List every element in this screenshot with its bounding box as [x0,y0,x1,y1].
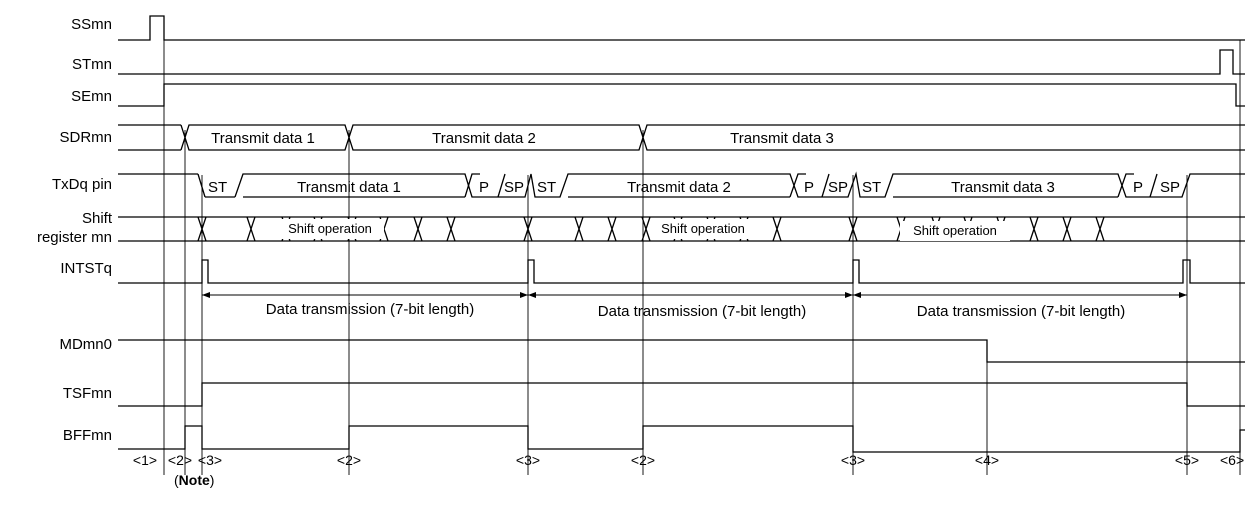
shift-crossing-24 [1095,216,1105,242]
shift-crossing-8 [446,216,456,242]
timing-guide-lines [163,40,1241,475]
note-close: ) [210,472,215,488]
marker-2b: <2> [337,452,361,468]
tsfmn-label: TSFmn [63,385,112,402]
sdrmn-bus [118,124,1245,151]
transmission-label-1: Data transmission (7-bit length) [266,301,474,318]
stmn-waveform [118,49,1245,75]
txdq-waveform [118,171,1245,198]
transmission-label-3: Data transmission (7-bit length) [917,303,1125,320]
shift-label-bg-1 [276,219,384,239]
shift-label-bg-2 [650,219,756,239]
intstq-waveform [118,259,1245,284]
shift-crossing-7 [413,216,423,242]
shift-register-label-line2: register mn [37,229,112,246]
txd-stop-2: SP [828,179,848,196]
shift-crossing-10 [574,216,584,242]
tsfmn-waveform [118,382,1245,407]
transmission-label-2: Data transmission (7-bit length) [598,303,806,320]
marker-3c: <3> [841,452,865,468]
note-open: ( [174,472,179,488]
txd-data-3: Transmit data 3 [951,179,1055,196]
shift-crossing-12 [641,216,651,242]
txd-start-3: ST [862,179,881,196]
note-bold: Note [179,472,210,488]
shift-crossing-9 [523,216,533,242]
txd-stop-3: SP [1160,179,1180,196]
marker-3b: <3> [516,452,540,468]
shift-crossing-22 [1029,216,1039,242]
shift-crossing-2 [246,216,256,242]
txd-parity-1: P [479,179,489,196]
bffmn-label: BFFmn [63,427,112,444]
marker-5: <5> [1175,452,1199,468]
shift-operation-label-3: Shift operation [913,223,997,238]
shift-register-label-line1: Shift [82,210,113,227]
mdmn0-label: MDmn0 [59,336,112,353]
bffmn-waveform [118,425,1245,453]
ssmn-waveform [118,15,1245,41]
txd-parity-2: P [804,179,814,196]
semn-waveform [118,83,1245,107]
marker-2c: <2> [631,452,655,468]
txd-stop-1: SP [504,179,524,196]
semn-label: SEmn [71,88,112,105]
shift-crossing-11 [607,216,617,242]
txd-start-1: ST [208,179,227,196]
shift-operation-label-2: Shift operation [661,221,745,236]
marker-4: <4> [975,452,999,468]
shift-operation-label-1: Shift operation [288,221,372,236]
marker-6: <6> [1220,452,1244,468]
shift-label-bg-3 [900,221,1010,241]
sdr-data-1: Transmit data 1 [211,130,315,147]
intstq-label: INTSTq [60,260,112,277]
stmn-label: STmn [72,56,112,73]
sdr-data-3: Transmit data 3 [730,130,834,147]
txd-start-2: ST [537,179,556,196]
marker-1: <1> [133,452,157,468]
sdr-data-2: Transmit data 2 [432,130,536,147]
txd-data-1: Transmit data 1 [297,179,401,196]
mdmn0-waveform [118,339,1245,363]
transmission-arrows [202,292,1187,298]
shift-crossing-17 [848,216,858,242]
txdq-label: TxDq pin [52,176,112,193]
shift-crossing-16 [772,216,782,242]
txd-data-2: Transmit data 2 [627,179,731,196]
txd-parity-3: P [1133,179,1143,196]
shift-crossing-1 [197,216,207,242]
note-label: (Note) [174,472,214,488]
sdrmn-label: SDRmn [59,129,112,146]
shift-crossing-23 [1062,216,1072,242]
marker-2a: <2> [168,452,192,468]
marker-3a: <3> [198,452,222,468]
ssmn-label: SSmn [71,16,112,33]
